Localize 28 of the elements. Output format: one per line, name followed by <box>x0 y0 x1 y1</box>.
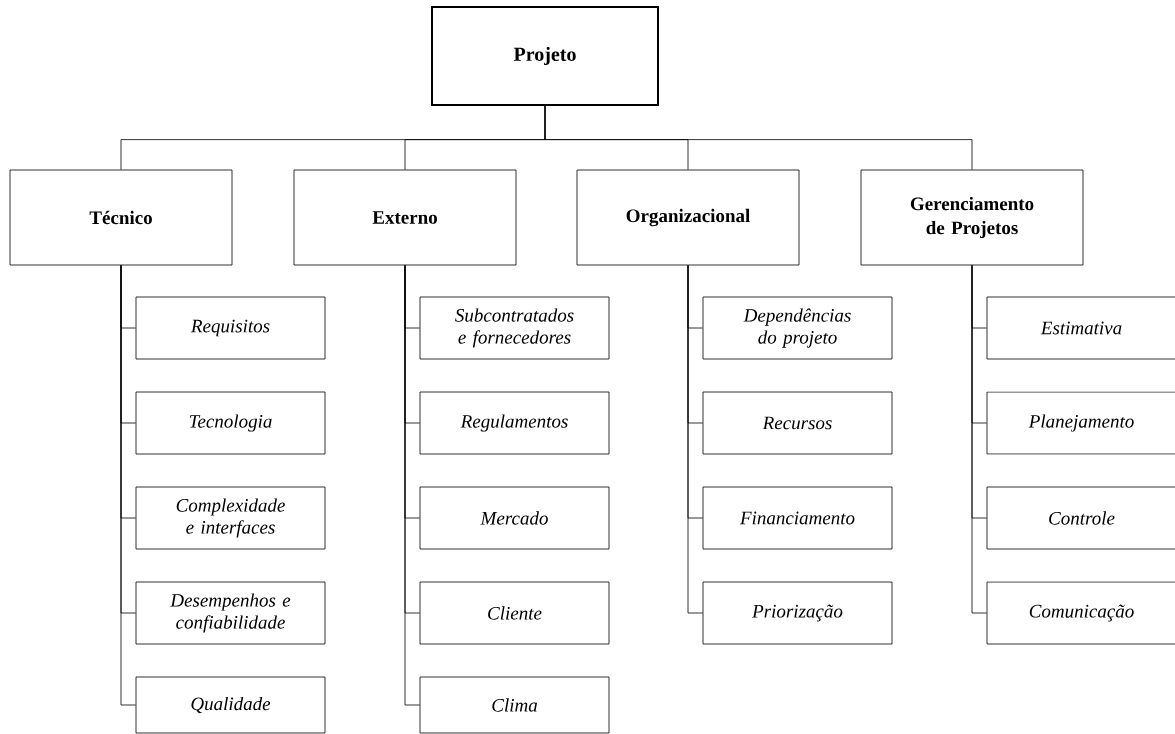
root-box: Projeto <box>431 6 659 106</box>
item-box: Estimativa <box>986 296 1175 360</box>
item-box: Planejamento <box>986 391 1175 455</box>
item-box: Requisitos <box>135 296 326 360</box>
item-box: Clima <box>419 676 610 734</box>
connector-line <box>544 105 973 170</box>
category-box: Organizacional <box>576 169 800 266</box>
item-box: Tecnologia <box>135 391 326 455</box>
connector-line <box>404 265 420 706</box>
item-box: Subcontratados e fornecedores <box>419 296 610 360</box>
item-box: Cliente <box>419 581 610 645</box>
item-box: Mercado <box>419 486 610 550</box>
connector-line <box>120 265 136 706</box>
item-box: Recursos <box>702 391 893 455</box>
connector-line <box>687 265 703 614</box>
item-box: Qualidade <box>135 676 326 734</box>
category-box: Gerenciamento de Projetos <box>860 169 1084 266</box>
item-box: Financiamento <box>702 486 893 550</box>
item-box: Comunicação <box>986 581 1175 645</box>
category-box: Técnico <box>9 169 233 266</box>
item-box: Regulamentos <box>419 391 610 455</box>
item-box: Controle <box>986 486 1175 550</box>
connector-line <box>971 265 987 614</box>
item-box: Dependências do projeto <box>702 296 893 360</box>
item-box: Desempenhos e confiabilidade <box>135 581 326 645</box>
category-box: Externo <box>293 169 517 266</box>
item-box: Priorização <box>702 581 893 645</box>
item-box: Complexidade e interfaces <box>135 486 326 550</box>
